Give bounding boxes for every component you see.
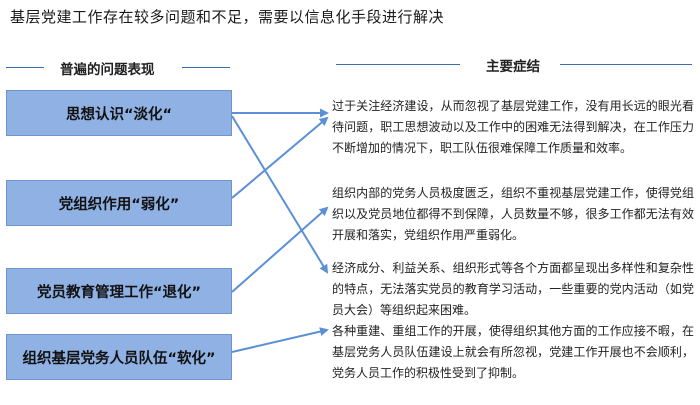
left-header-line-left [6,67,44,68]
problem-box-education: 党员教育管理工作“退化” [6,268,232,314]
arrow-education-to-cause2 [231,206,329,293]
left-header: 普遍的问题表现 [60,62,155,78]
right-header-line-left [336,64,460,65]
arrow-staff-to-cause4 [231,327,329,353]
problem-box-staff: 组织基层党务人员队伍“软化” [6,334,232,380]
problem-box-organization: 党组织作用“弱化” [6,180,232,226]
cause-text-4: 各种重建、重组工作的开展，使得组织其他方面的工作应接不暇，在基层党务人员队伍建设… [332,324,694,380]
problem-box-thinking: 思想认识“淡化“ [6,90,232,136]
page-title: 基层党建工作存在较多问题和不足，需要以信息化手段进行解决 [10,8,445,26]
cause-text-2: 组织内部的党务人员极度匮乏，组织不重视基层党建工作，使得党组织以及党员地位都得不… [332,186,694,242]
arrow-organization-to-cause1 [231,116,329,199]
arrow-thinking-to-cause3 [231,115,329,274]
right-header-line-right [560,64,692,65]
cause-text-3: 经济成分、利益关系、组织形式等各个方面都呈现出多样性和复杂性的特点，无法落实党员… [332,261,694,317]
left-header-line-right [182,67,230,68]
right-header: 主要症结 [486,59,540,75]
cause-text-1: 过于关注经济建设，从而忽视了基层党建工作，没有用长远的眼光看待问题，职工思想波动… [332,99,694,155]
